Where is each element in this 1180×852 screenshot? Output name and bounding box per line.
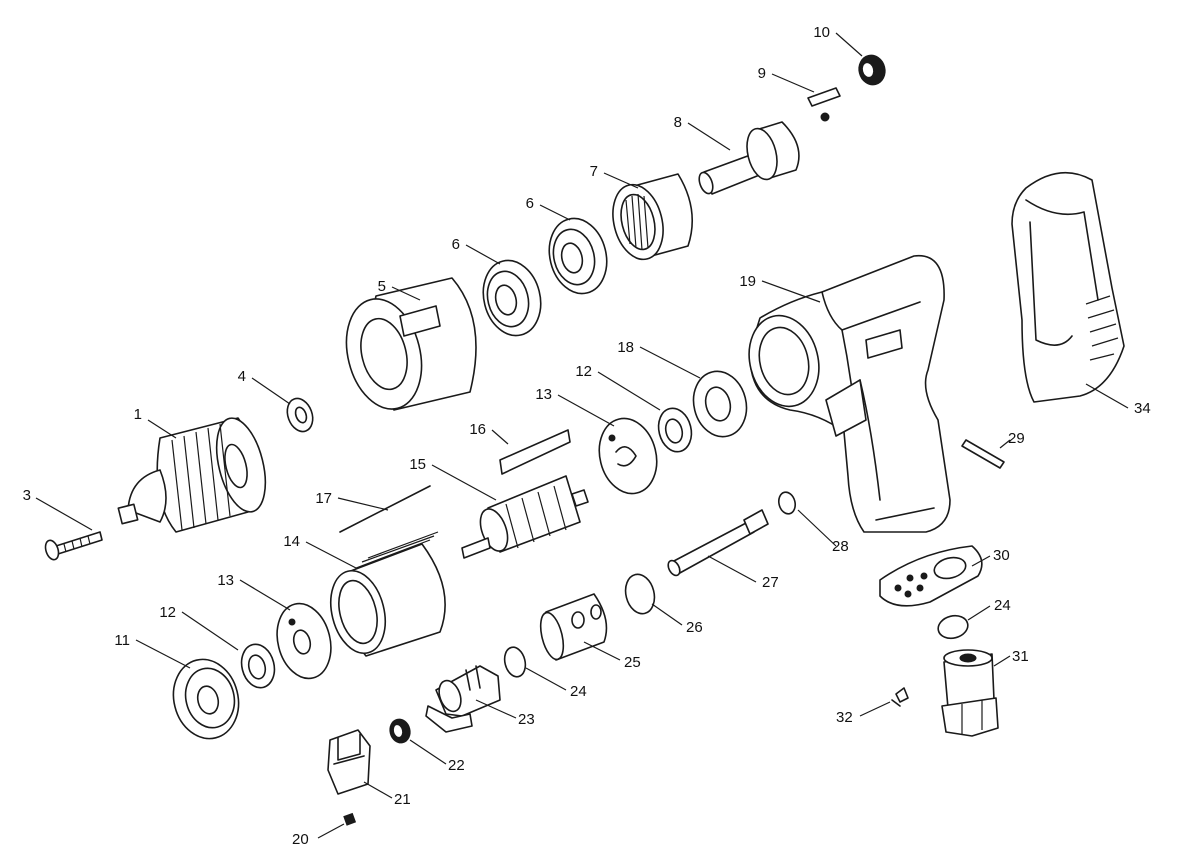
callout-16: 16 (469, 421, 486, 438)
callout-23: 23 (518, 711, 535, 728)
callout-10: 10 (813, 24, 830, 41)
callout-27: 27 (762, 574, 779, 591)
part-20-nut (343, 812, 357, 826)
callout-1: 1 (134, 406, 142, 423)
part-28-o-ring (777, 491, 797, 515)
part-16-vane (499, 429, 571, 475)
part-1-drill-chuck (117, 417, 267, 533)
part-6-bearing-b (548, 217, 608, 295)
part-12-bearing-a (240, 643, 276, 689)
callout-6a: 6 (452, 236, 460, 253)
callout-13a: 13 (217, 572, 234, 589)
callout-34: 34 (1134, 400, 1151, 417)
part-6-bearing-a (482, 259, 542, 337)
callout-21: 21 (394, 791, 411, 808)
callout-5: 5 (378, 278, 386, 295)
callout-13b: 13 (535, 386, 552, 403)
callout-11: 11 (114, 632, 130, 649)
part-3-screw (44, 531, 103, 561)
part-23-valve-stem (425, 665, 501, 733)
part-27-shaft (667, 509, 769, 577)
leader-lines (35, 32, 1129, 839)
callout-12a: 12 (159, 604, 176, 621)
part-34-handle-grip (1011, 171, 1125, 403)
part-25-valve-sleeve (539, 593, 608, 661)
callout-29: 29 (1008, 430, 1025, 447)
part-5-front-housing (345, 277, 477, 411)
callout-12b: 12 (575, 363, 592, 380)
callout-6b: 6 (526, 195, 534, 212)
part-7-ring-gear (612, 173, 694, 261)
callout-17: 17 (315, 490, 332, 507)
part-31-air-inlet (941, 649, 999, 737)
callout-15: 15 (409, 456, 426, 473)
part-24-o-ring-b (937, 614, 969, 640)
callout-31: 31 (1012, 648, 1029, 665)
part-4-washer (286, 397, 314, 433)
part-21-trigger (327, 729, 371, 795)
callout-24a: 24 (570, 683, 587, 700)
callout-3: 3 (23, 487, 31, 504)
part-11-end-cap (172, 658, 240, 740)
part-24-o-ring-a (503, 646, 527, 678)
part-19-housing (748, 254, 951, 533)
part-9-pin (807, 87, 841, 107)
part-32-screw (891, 687, 909, 707)
callout-9: 9 (758, 65, 766, 82)
part-10-gear (858, 54, 886, 86)
callout-18: 18 (617, 339, 634, 356)
callout-19: 19 (739, 273, 756, 290)
callout-30: 30 (993, 547, 1010, 564)
callout-labels: 1 3 4 5 6 6 7 8 9 10 19 18 12 13 16 15 1… (23, 24, 1151, 848)
callout-8: 8 (674, 114, 682, 131)
callout-32: 32 (836, 709, 853, 726)
part-8-spindle (698, 121, 800, 195)
callout-7: 7 (590, 163, 598, 180)
part-22-spring (389, 718, 411, 744)
callout-26: 26 (686, 619, 703, 636)
part-18-plate (692, 370, 748, 438)
callout-14: 14 (283, 533, 300, 550)
part-14-cylinder (330, 531, 446, 657)
part-15-rotor (461, 475, 589, 559)
callout-4: 4 (238, 368, 246, 385)
callout-28: 28 (832, 538, 849, 555)
part-12-bearing-b (657, 407, 693, 453)
callout-20: 20 (292, 831, 309, 848)
part-26-o-ring (624, 573, 656, 615)
ball-dot (820, 112, 830, 122)
callout-22: 22 (448, 757, 465, 774)
callout-25: 25 (624, 654, 641, 671)
callout-24b: 24 (994, 597, 1011, 614)
part-30-exhaust-plate (879, 545, 983, 607)
part-13-end-plate-a (276, 602, 332, 680)
part-13-end-plate-b (598, 417, 658, 495)
part-29-pin (961, 439, 1005, 469)
